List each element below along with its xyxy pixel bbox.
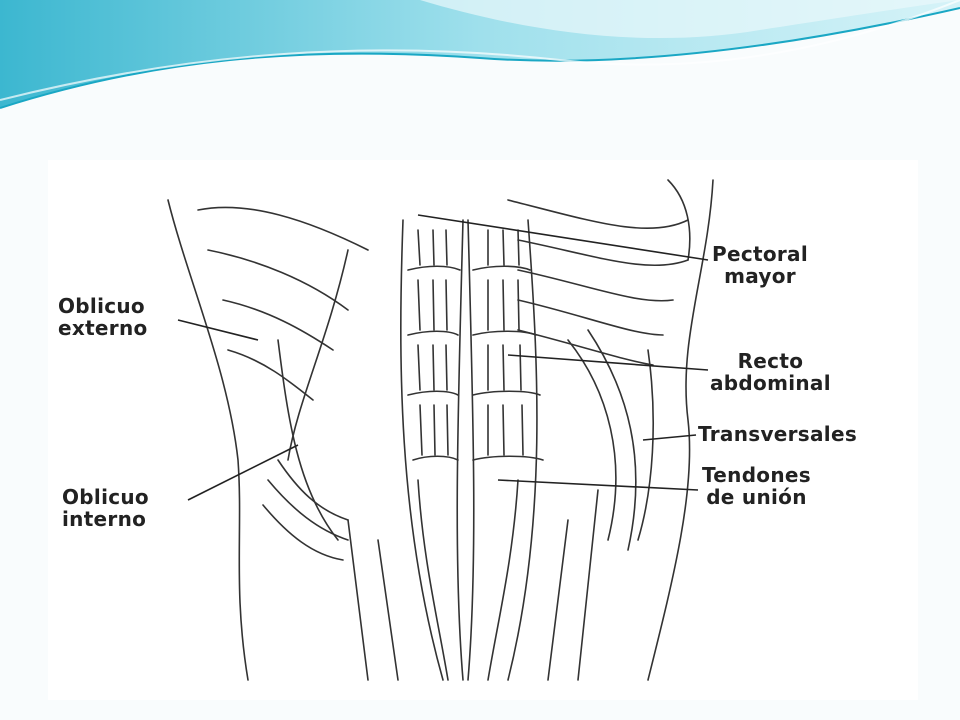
label-pectoral-mayor: Pectoral mayor — [712, 243, 808, 287]
label-oblicuo-externo: Oblicuo externo — [58, 295, 148, 339]
label-oblicuo-interno: Oblicuo interno — [62, 486, 149, 530]
label-transversales-text: Transversales — [698, 422, 858, 446]
anatomy-figure: Pectoral mayor Oblicuo externo Recto abd… — [48, 160, 918, 700]
label-recto-abdominal: Recto abdominal — [710, 350, 831, 394]
torso-illustration — [167, 179, 714, 681]
label-oblicuo-externo-line-1: Oblicuo — [58, 294, 145, 318]
label-oblicuo-externo-line-2: externo — [58, 316, 148, 340]
label-pectoral-line-1: Pectoral — [712, 242, 808, 266]
label-transversales: Transversales — [698, 423, 857, 445]
label-oblicuo-interno-line-1: Oblicuo — [62, 485, 149, 509]
label-tendones-line-2: de unión — [706, 485, 807, 509]
label-pectoral-line-2: mayor — [724, 264, 796, 288]
label-oblicuo-interno-line-2: interno — [62, 507, 147, 531]
label-tendones-union: Tendones de unión — [702, 464, 811, 508]
label-recto-line-2: abdominal — [710, 371, 831, 395]
label-tendones-line-1: Tendones — [702, 463, 811, 487]
header-wave-decoration — [0, 0, 960, 109]
label-recto-line-1: Recto — [737, 349, 804, 373]
